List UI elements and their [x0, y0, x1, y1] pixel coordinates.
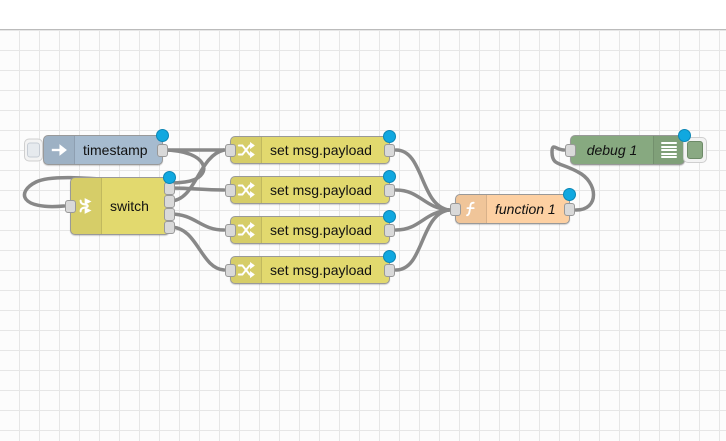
- node-label-timestamp: timestamp: [83, 142, 148, 158]
- node-switch[interactable]: switch: [65, 171, 176, 235]
- port-in-change-2[interactable]: [225, 184, 236, 197]
- node-debug-1[interactable]: debug 1: [565, 129, 707, 165]
- node-change-2[interactable]: set msg.payload: [225, 170, 396, 204]
- inject-arrow-icon: [44, 136, 75, 164]
- change-shuffle-icon: [231, 257, 262, 283]
- wire-switch-out1-to-change-2: [168, 186, 226, 192]
- wire-change-4-to-function: [394, 208, 451, 272]
- change-shuffle-glyph: [237, 141, 255, 159]
- port-out-switch-2[interactable]: [164, 195, 175, 208]
- change-shuffle-glyph: [237, 181, 255, 199]
- switch-branch-glyph: [79, 198, 92, 214]
- port-out-change-4[interactable]: [384, 264, 395, 277]
- port-out-change-2[interactable]: [384, 184, 395, 197]
- status-dot-change-3: [383, 210, 396, 223]
- wire-switch-out2-to-change-1: [168, 148, 226, 203]
- wire-switch-out3-to-change-3: [168, 212, 226, 232]
- wire-switch-out4-to-change-4: [168, 225, 226, 272]
- node-inject-timestamp[interactable]: timestamp: [24, 129, 169, 165]
- node-label-change-4: set msg.payload: [270, 262, 372, 278]
- debug-button-inner: [687, 141, 703, 159]
- status-dot-change-2: [383, 170, 396, 183]
- node-label-debug-1: debug 1: [586, 142, 638, 158]
- editor-topbar: [0, 0, 726, 29]
- port-out-inject[interactable]: [157, 144, 168, 157]
- port-out-change-3[interactable]: [384, 224, 395, 237]
- flow-canvas[interactable]: timestamp switch: [0, 29, 726, 441]
- port-in-change-3[interactable]: [225, 224, 236, 237]
- inject-button-inner: [27, 142, 40, 158]
- change-shuffle-glyph: [237, 261, 255, 279]
- status-dot-change-1: [383, 130, 396, 143]
- debug-lines-glyph: [661, 142, 677, 158]
- status-dot-change-4: [383, 250, 396, 263]
- change-shuffle-icon: [231, 177, 262, 203]
- inject-trigger-button[interactable]: [24, 138, 43, 162]
- function-f-glyph: [466, 201, 475, 217]
- port-in-switch[interactable]: [65, 200, 76, 213]
- function-f-icon: [456, 195, 487, 223]
- change-shuffle-icon: [231, 217, 262, 243]
- node-change-3[interactable]: set msg.payload: [225, 210, 396, 244]
- port-out-function-1[interactable]: [564, 203, 575, 216]
- wire-change-2-to-function: [394, 188, 451, 212]
- inject-arrow-glyph: [51, 144, 67, 156]
- port-in-change-1[interactable]: [225, 144, 236, 157]
- change-shuffle-icon: [231, 137, 262, 163]
- wire-change-1-to-function: [394, 148, 451, 212]
- node-function-1[interactable]: function 1: [450, 188, 576, 224]
- node-label-switch: switch: [110, 198, 149, 214]
- port-out-change-1[interactable]: [384, 144, 395, 157]
- node-change-1[interactable]: set msg.payload: [225, 130, 396, 164]
- status-dot-function-1: [563, 188, 576, 201]
- port-in-debug-1[interactable]: [565, 144, 576, 157]
- change-shuffle-glyph: [237, 221, 255, 239]
- debug-lines-icon: [653, 136, 684, 164]
- node-label-function-1: function 1: [495, 201, 556, 217]
- port-out-switch-4[interactable]: [164, 221, 175, 234]
- port-in-function-1[interactable]: [450, 203, 461, 216]
- status-dot-inject: [156, 129, 169, 142]
- status-dot-switch: [163, 171, 176, 184]
- switch-branch-icon: [71, 178, 102, 234]
- wire-change-3-to-function: [394, 208, 451, 232]
- status-dot-debug-1: [678, 129, 691, 142]
- port-in-change-4[interactable]: [225, 264, 236, 277]
- node-label-change-1: set msg.payload: [270, 142, 372, 158]
- node-change-4[interactable]: set msg.payload: [225, 250, 396, 284]
- node-label-change-2: set msg.payload: [270, 182, 372, 198]
- port-out-switch-3[interactable]: [164, 208, 175, 221]
- node-label-change-3: set msg.payload: [270, 222, 372, 238]
